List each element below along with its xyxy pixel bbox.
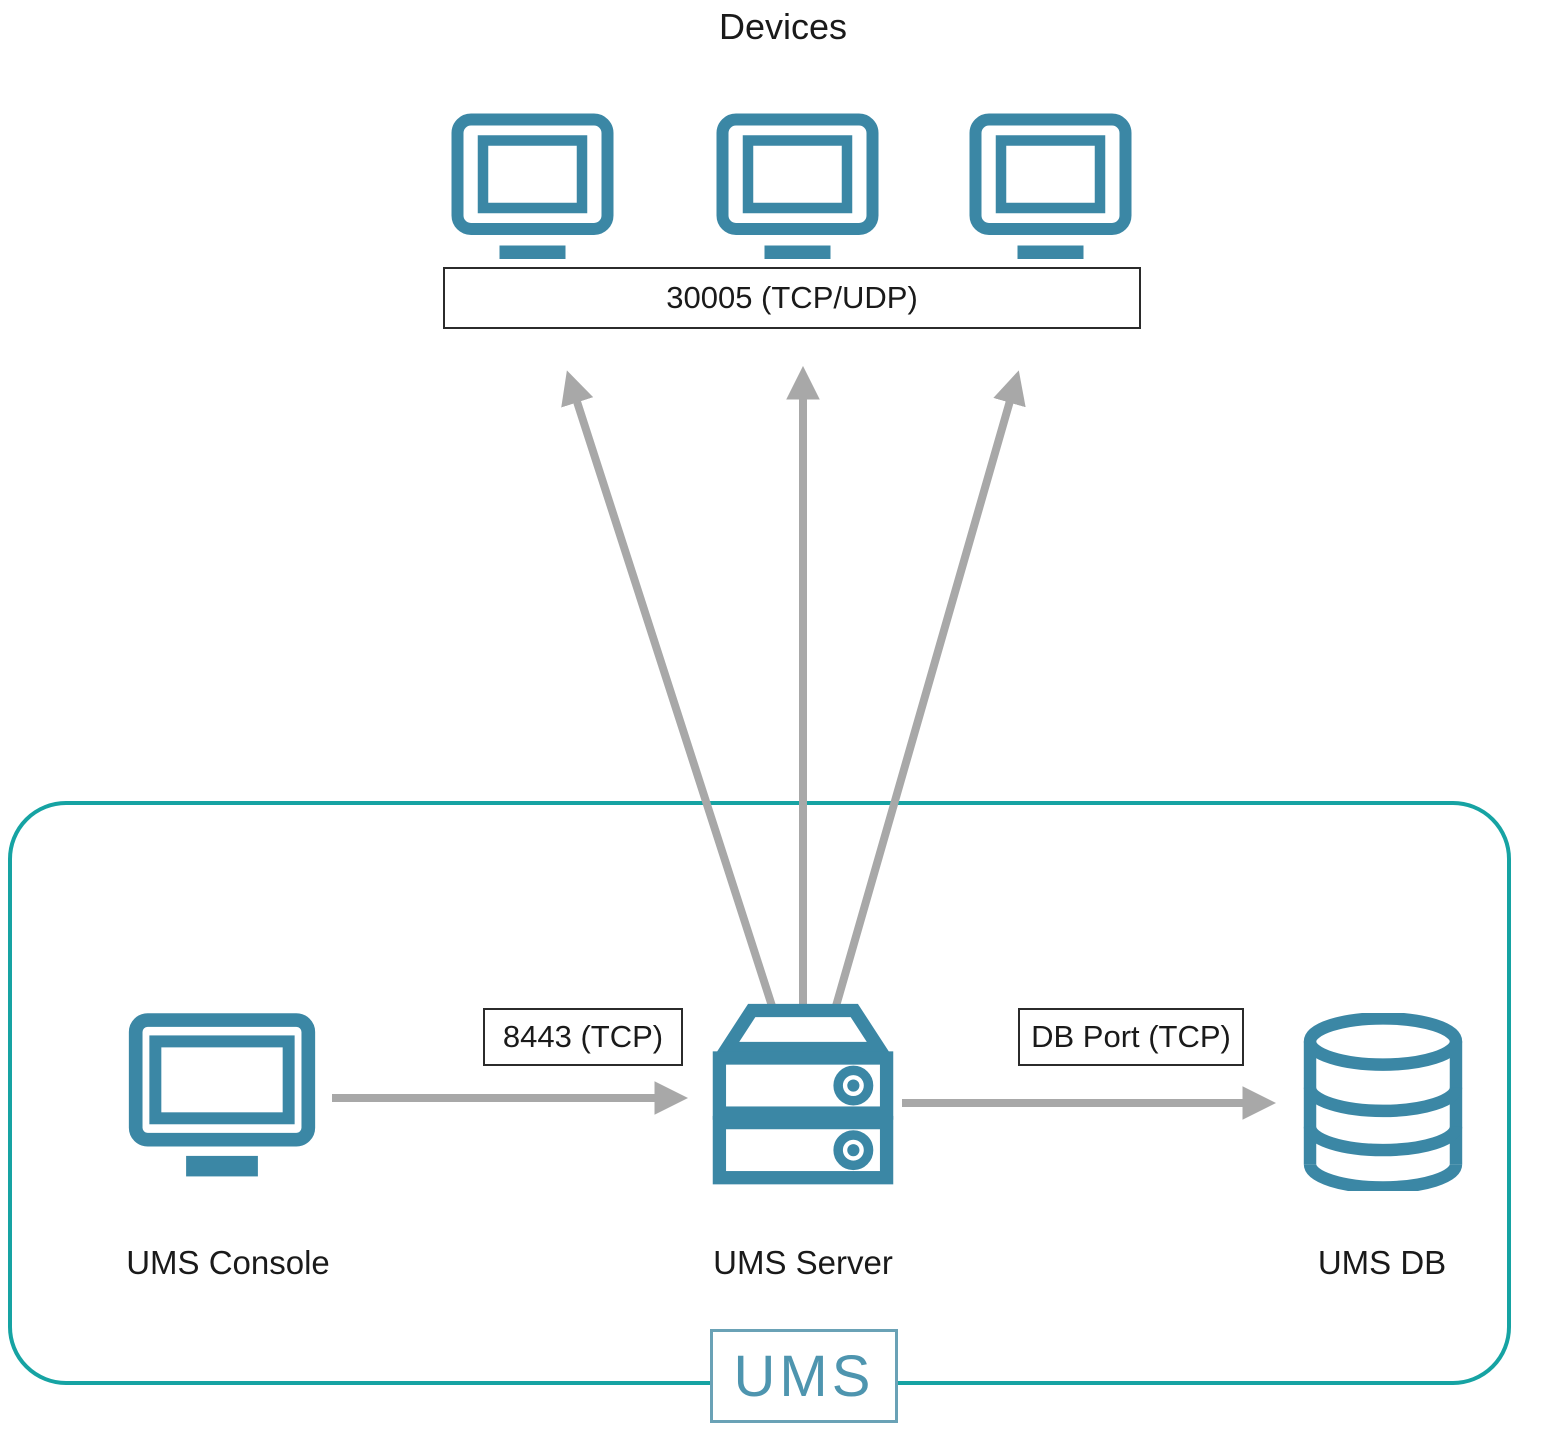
devices-group-title: Devices <box>718 6 848 47</box>
device-monitor-icon <box>968 112 1133 262</box>
ums-db-label: UMS DB <box>1317 1244 1447 1281</box>
console-server-port-label: 8443 (TCP) <box>483 1008 683 1066</box>
devices-port-label: 30005 (TCP/UDP) <box>443 267 1141 329</box>
ums-server-icon <box>708 1000 898 1192</box>
device-monitor-icon <box>450 112 615 262</box>
ums-db-icon <box>1294 1013 1472 1191</box>
device-monitor-icon <box>715 112 880 262</box>
ums-console-label: UMS Console <box>126 1244 330 1281</box>
ums-logo: UMS <box>710 1329 898 1423</box>
server-to-device3-arrow <box>832 370 1026 1008</box>
server-to-device1-arrow <box>561 370 776 1008</box>
ums-console-icon <box>128 1012 316 1187</box>
server-db-port-label: DB Port (TCP) <box>1018 1008 1244 1066</box>
ums-server-label: UMS Server <box>713 1244 893 1281</box>
